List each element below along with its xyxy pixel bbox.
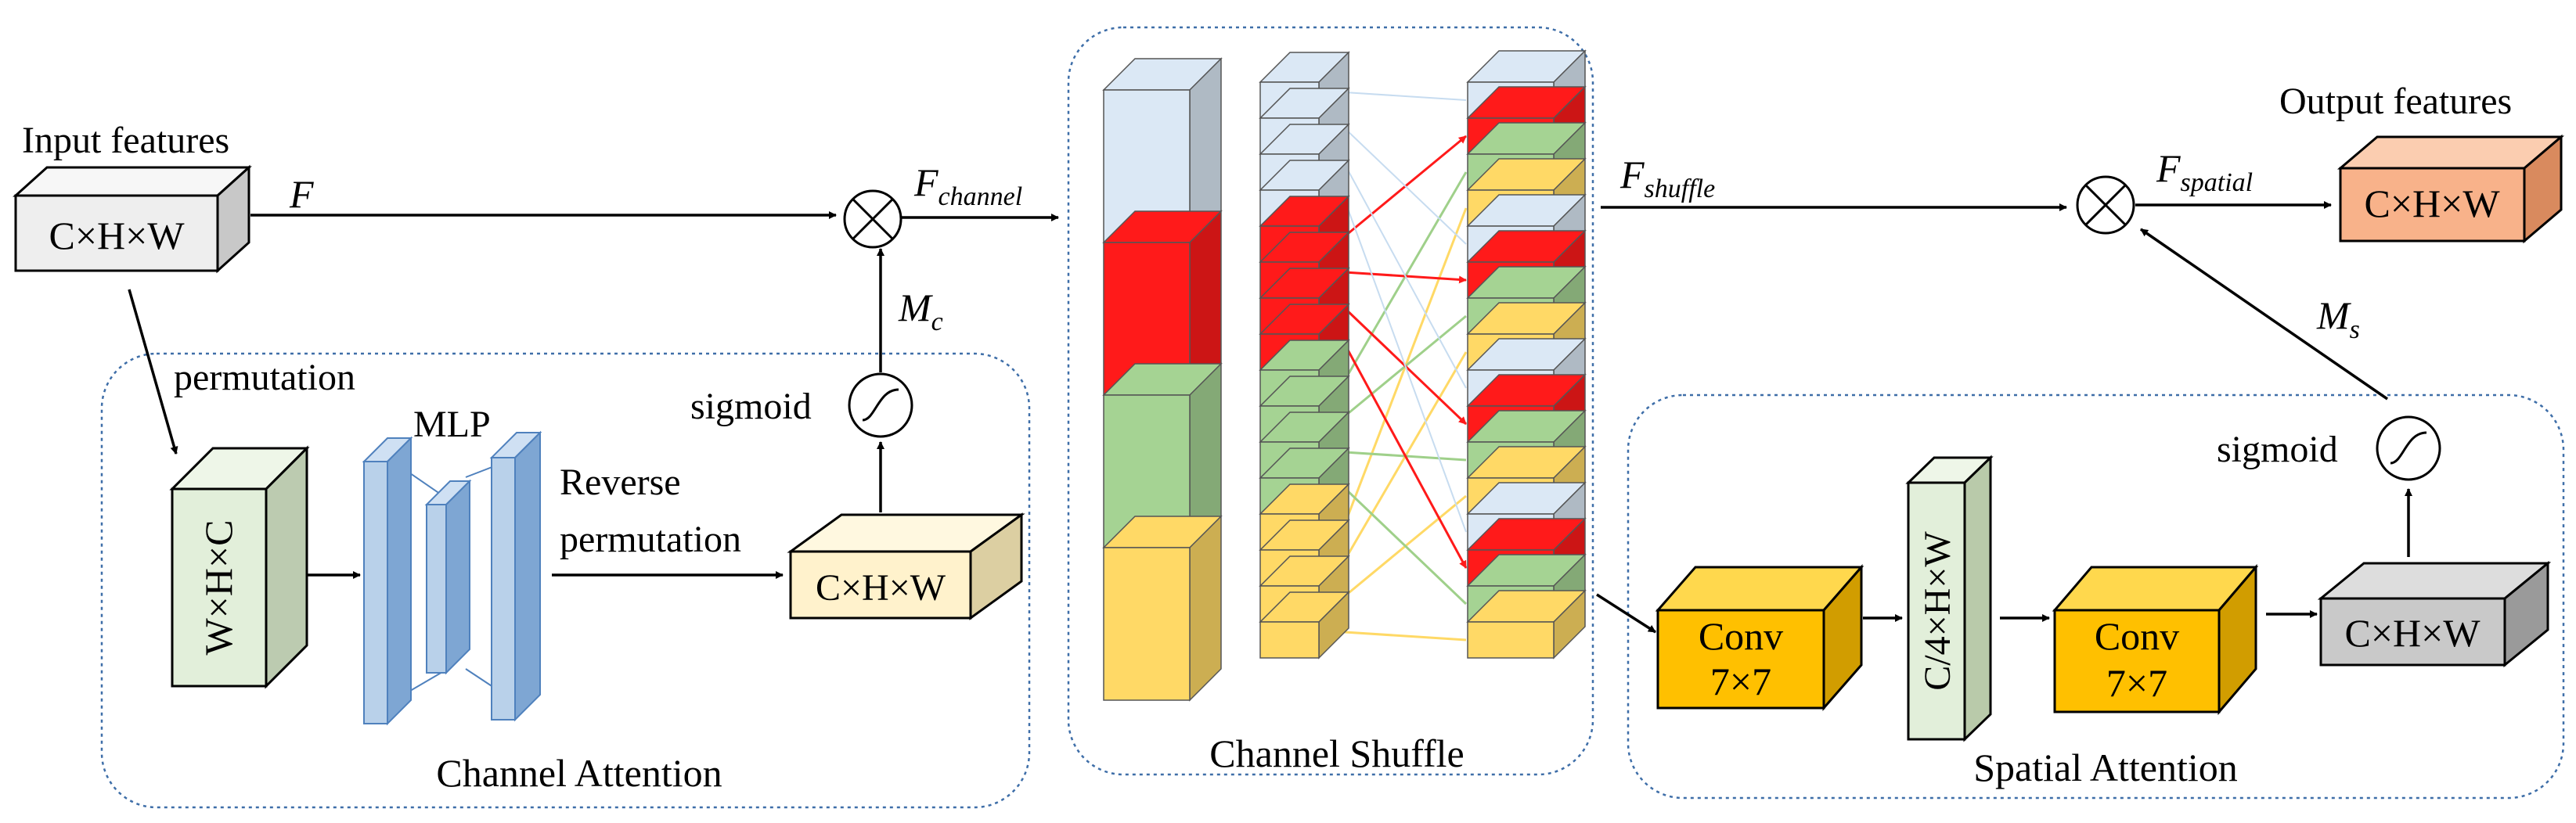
whc-box: W×H×C	[169, 445, 310, 689]
whc-box-label: W×H×C	[196, 519, 240, 655]
conv2-label-line2: 7×7	[2106, 661, 2167, 705]
shuffle-connection	[1343, 487, 1468, 606]
spatial-attention-group	[1627, 394, 2565, 800]
permutation-arrow	[128, 289, 178, 455]
channel-attention-group	[100, 352, 1031, 809]
permutation-label: permutation	[174, 357, 355, 398]
spatial-attention-label: Spatial Attention	[1973, 746, 2237, 789]
mlp-label: MLP	[413, 404, 491, 445]
f-shuffle-label: Fshuffle	[1619, 153, 1715, 203]
shuffle-connection	[1344, 164, 1467, 389]
conv1-box: Conv 7×7	[1655, 564, 1864, 711]
c4-box: C/4×H×W	[1905, 455, 1994, 742]
ca-output-box-label: C×H×W	[816, 567, 946, 609]
input-features-box: C×H×W	[13, 164, 252, 274]
shuffle-connection	[1344, 631, 1467, 642]
shuffle-col2-slice	[1259, 591, 1350, 659]
channel-shuffle-group	[1067, 26, 1594, 776]
shuffle-connection	[1344, 199, 1467, 533]
input-box-label: C×H×W	[49, 214, 185, 257]
c4-box-label: C/4×H×W	[1917, 531, 1958, 691]
shuffle-col1-block-yellow	[1102, 515, 1223, 702]
multiply-node-2	[2076, 175, 2135, 235]
sigmoid-sa-label: sigmoid	[2217, 429, 2338, 470]
channel-attention-label: Channel Attention	[436, 751, 722, 795]
sigmoid-ca-node	[848, 372, 913, 438]
shuffle-to-conv-arrow	[1596, 593, 1656, 634]
sigmoid-ca-label: sigmoid	[690, 386, 812, 427]
input-features-label: Input features	[22, 120, 229, 161]
conv1-label-line2: 7×7	[1710, 659, 1771, 703]
ms-label: Ms	[2316, 293, 2360, 344]
shuffle-connection	[1344, 92, 1467, 101]
f-channel-label: Fchannel	[913, 160, 1022, 211]
f-spatial-label: Fspatial	[2156, 146, 2253, 197]
output-features-box: C×H×W	[2336, 134, 2565, 244]
multiply-node-1	[843, 189, 903, 249]
reverse-label-line2: permutation	[560, 519, 741, 560]
conv1-label-line1: Conv	[1699, 614, 1783, 658]
shuffle-connection	[1344, 128, 1467, 245]
output-box-label: C×H×W	[2364, 181, 2500, 225]
conv2-label-line1: Conv	[2095, 614, 2179, 658]
output-features-label: Output features	[2279, 81, 2512, 122]
shuffle-connection	[1343, 343, 1468, 569]
reverse-label-line1: Reverse	[560, 462, 681, 503]
sigmoid-sa-node	[2376, 415, 2441, 481]
channel-shuffle-label: Channel Shuffle	[1209, 731, 1464, 775]
sa-output-box: C×H×W	[2317, 560, 2552, 668]
channel-shuffle-block	[1102, 49, 1587, 702]
ca-output-box: C×H×W	[787, 512, 1025, 620]
mc-label: Mc	[898, 286, 943, 336]
shuffle-col3-slice	[1466, 589, 1587, 659]
mlp-block	[362, 430, 542, 726]
sa-output-box-label: C×H×W	[2344, 611, 2481, 655]
f-label: F	[289, 172, 314, 216]
ms-arrow	[2140, 228, 2388, 401]
conv2-box: Conv 7×7	[2052, 563, 2259, 716]
